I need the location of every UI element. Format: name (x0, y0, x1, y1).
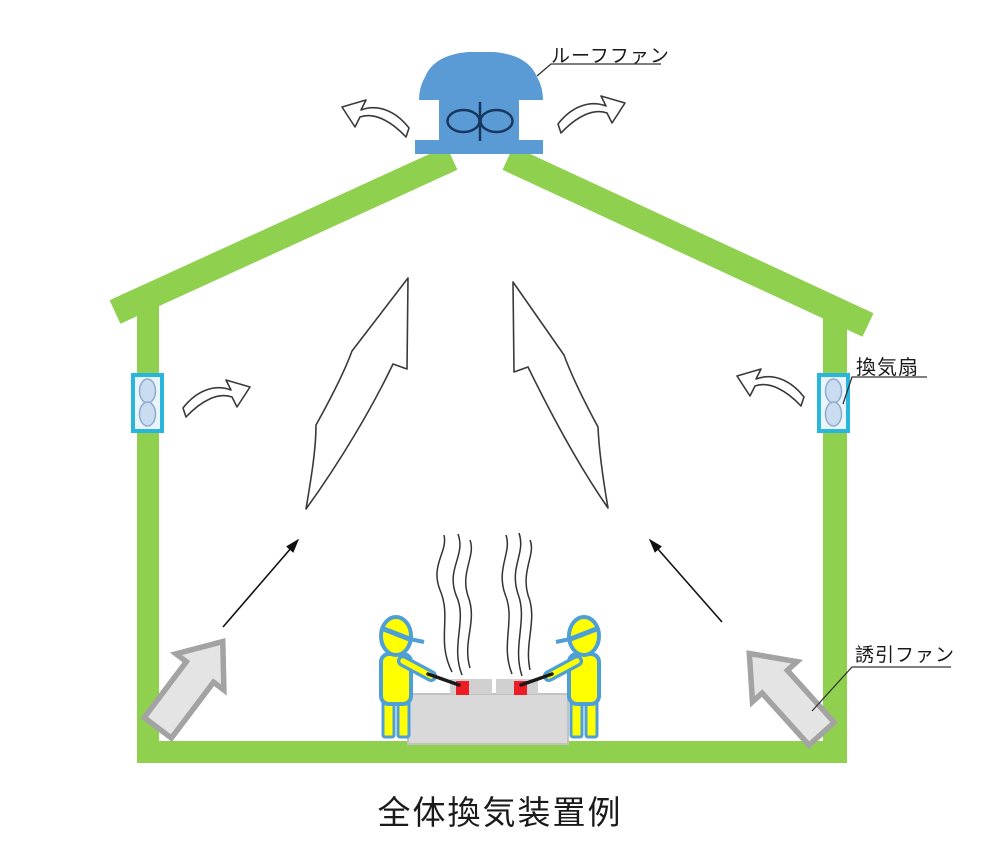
wall-fan-left (131, 373, 164, 433)
leader-roof-fan (536, 63, 661, 77)
wall-fan-right (817, 373, 850, 433)
induced-flow-arrow-left (222, 538, 300, 628)
updraft-arrow-right (512, 281, 609, 509)
roof-beam-left (109, 146, 458, 324)
fan-blade-icon (824, 378, 843, 404)
roof-fan-hood (419, 52, 543, 100)
label-induction-fan: 誘引ファン (855, 645, 956, 666)
label-wall-fan: 換気扇 (856, 357, 919, 379)
roof-beam-right (502, 146, 874, 337)
gust-arrow-roof-right (557, 95, 626, 134)
building-structure (109, 146, 874, 763)
diagram-title: 全体換気装置例 (377, 794, 623, 831)
wall-left (137, 303, 159, 763)
induced-flow-arrow-right (648, 538, 723, 623)
gust-arrow-wall-right (736, 368, 805, 407)
smoke-lines (436, 532, 533, 677)
gust-arrow-roof-left (341, 99, 410, 138)
roof-fan-base (415, 140, 543, 154)
callout-lines (536, 63, 951, 712)
label-roof-fan: ルーフファン (551, 46, 670, 67)
updraft-arrow-left (305, 277, 409, 510)
wall-fans (131, 373, 850, 433)
gust-arrow-wall-left (182, 379, 251, 418)
updraft-arrows (305, 277, 609, 510)
bench-slab (407, 693, 569, 745)
roof-fan (415, 52, 543, 154)
leader-wall-fan (842, 376, 927, 405)
fan-blade-icon (138, 401, 157, 427)
fan-blade-icon (824, 401, 843, 427)
fan-blade-icon (138, 378, 157, 404)
induced-flow-arrows (222, 538, 723, 628)
roof-fan-propeller-icon (446, 102, 514, 141)
leader-induction-fan (811, 666, 951, 712)
floor (137, 741, 847, 763)
workbench (407, 679, 569, 745)
